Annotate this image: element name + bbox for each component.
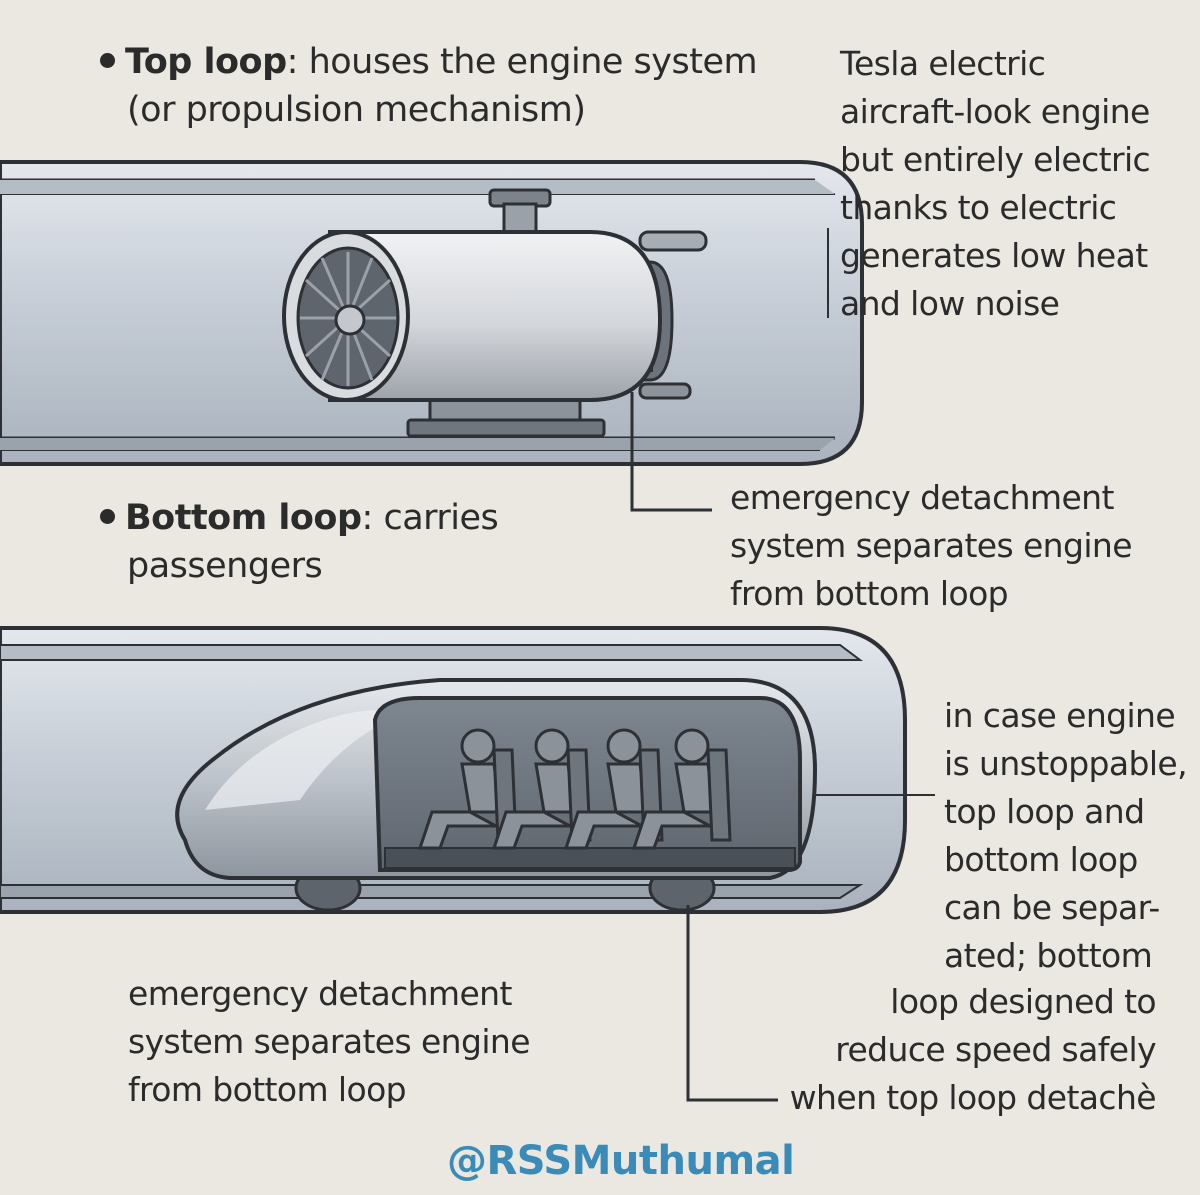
speed-note-line: reduce speed safely bbox=[835, 1030, 1156, 1069]
credit-handle: @RSSMuthumal bbox=[447, 1138, 795, 1184]
bottom-loop-title: Bottom loop bbox=[125, 498, 362, 538]
separation-note: in case engine is unstoppable, top loop … bbox=[944, 692, 1188, 980]
engine-note: Tesla electric aircraft-look engine but … bbox=[840, 40, 1151, 328]
detach-note-bottom-line: from bottom loop bbox=[128, 1070, 407, 1109]
speed-note-line: when top loop detachè bbox=[789, 1078, 1157, 1117]
top-detach-connector bbox=[630, 392, 712, 512]
detach-note-top-line: system separates engine bbox=[730, 526, 1133, 565]
top-loop-desc-line2: (or propulsion mechanism) bbox=[127, 90, 586, 130]
engine-note-line: generates low heat bbox=[840, 236, 1148, 275]
detach-note-top: emergency detachment system separates en… bbox=[730, 474, 1133, 618]
bottom-loop-desc-line1: : carries bbox=[361, 498, 499, 538]
engine-note-line: but entirely electric bbox=[840, 140, 1151, 179]
separation-note-line: bottom loop bbox=[944, 840, 1138, 879]
separation-note-line: top loop and bbox=[944, 792, 1145, 831]
bullet-dot bbox=[100, 508, 115, 524]
passenger-pod bbox=[175, 678, 818, 912]
engine-illustration bbox=[282, 188, 708, 438]
speed-note-line: loop designed to bbox=[890, 982, 1156, 1021]
bullet-dot bbox=[100, 52, 115, 68]
engine-note-line: Tesla electric bbox=[840, 44, 1046, 83]
top-loop-title: Top loop bbox=[125, 42, 287, 82]
detach-note-top-line: emergency detachment bbox=[730, 478, 1114, 517]
detach-note-bottom-line: system separates engine bbox=[128, 1022, 531, 1061]
top-loop-label: Top loop: houses the engine system (or p… bbox=[100, 38, 758, 134]
engine-note-line: and low noise bbox=[840, 284, 1060, 323]
passengers bbox=[417, 728, 732, 850]
bottom-detach-connector bbox=[686, 905, 778, 1102]
detach-note-bottom: emergency detachment system separates en… bbox=[128, 970, 531, 1114]
engine-note-line: thanks to electric bbox=[840, 188, 1117, 227]
separation-note-line: ated; bottom bbox=[944, 936, 1153, 975]
bottom-loop-label: Bottom loop: carries passengers bbox=[100, 494, 499, 590]
separation-note-line: is unstoppable, bbox=[944, 744, 1188, 783]
separation-note-line: can be separ- bbox=[944, 888, 1160, 927]
top-loop-desc-line1: : houses the engine system bbox=[286, 42, 758, 82]
bottom-loop-desc-line2: passengers bbox=[127, 546, 323, 586]
detach-note-top-line: from bottom loop bbox=[730, 574, 1009, 613]
separation-note-line: in case engine bbox=[944, 696, 1176, 735]
engine-note-line: aircraft-look engine bbox=[840, 92, 1150, 131]
speed-note: loop designed to reduce speed safely whe… bbox=[789, 978, 1157, 1122]
detach-note-bottom-line: emergency detachment bbox=[128, 974, 512, 1013]
